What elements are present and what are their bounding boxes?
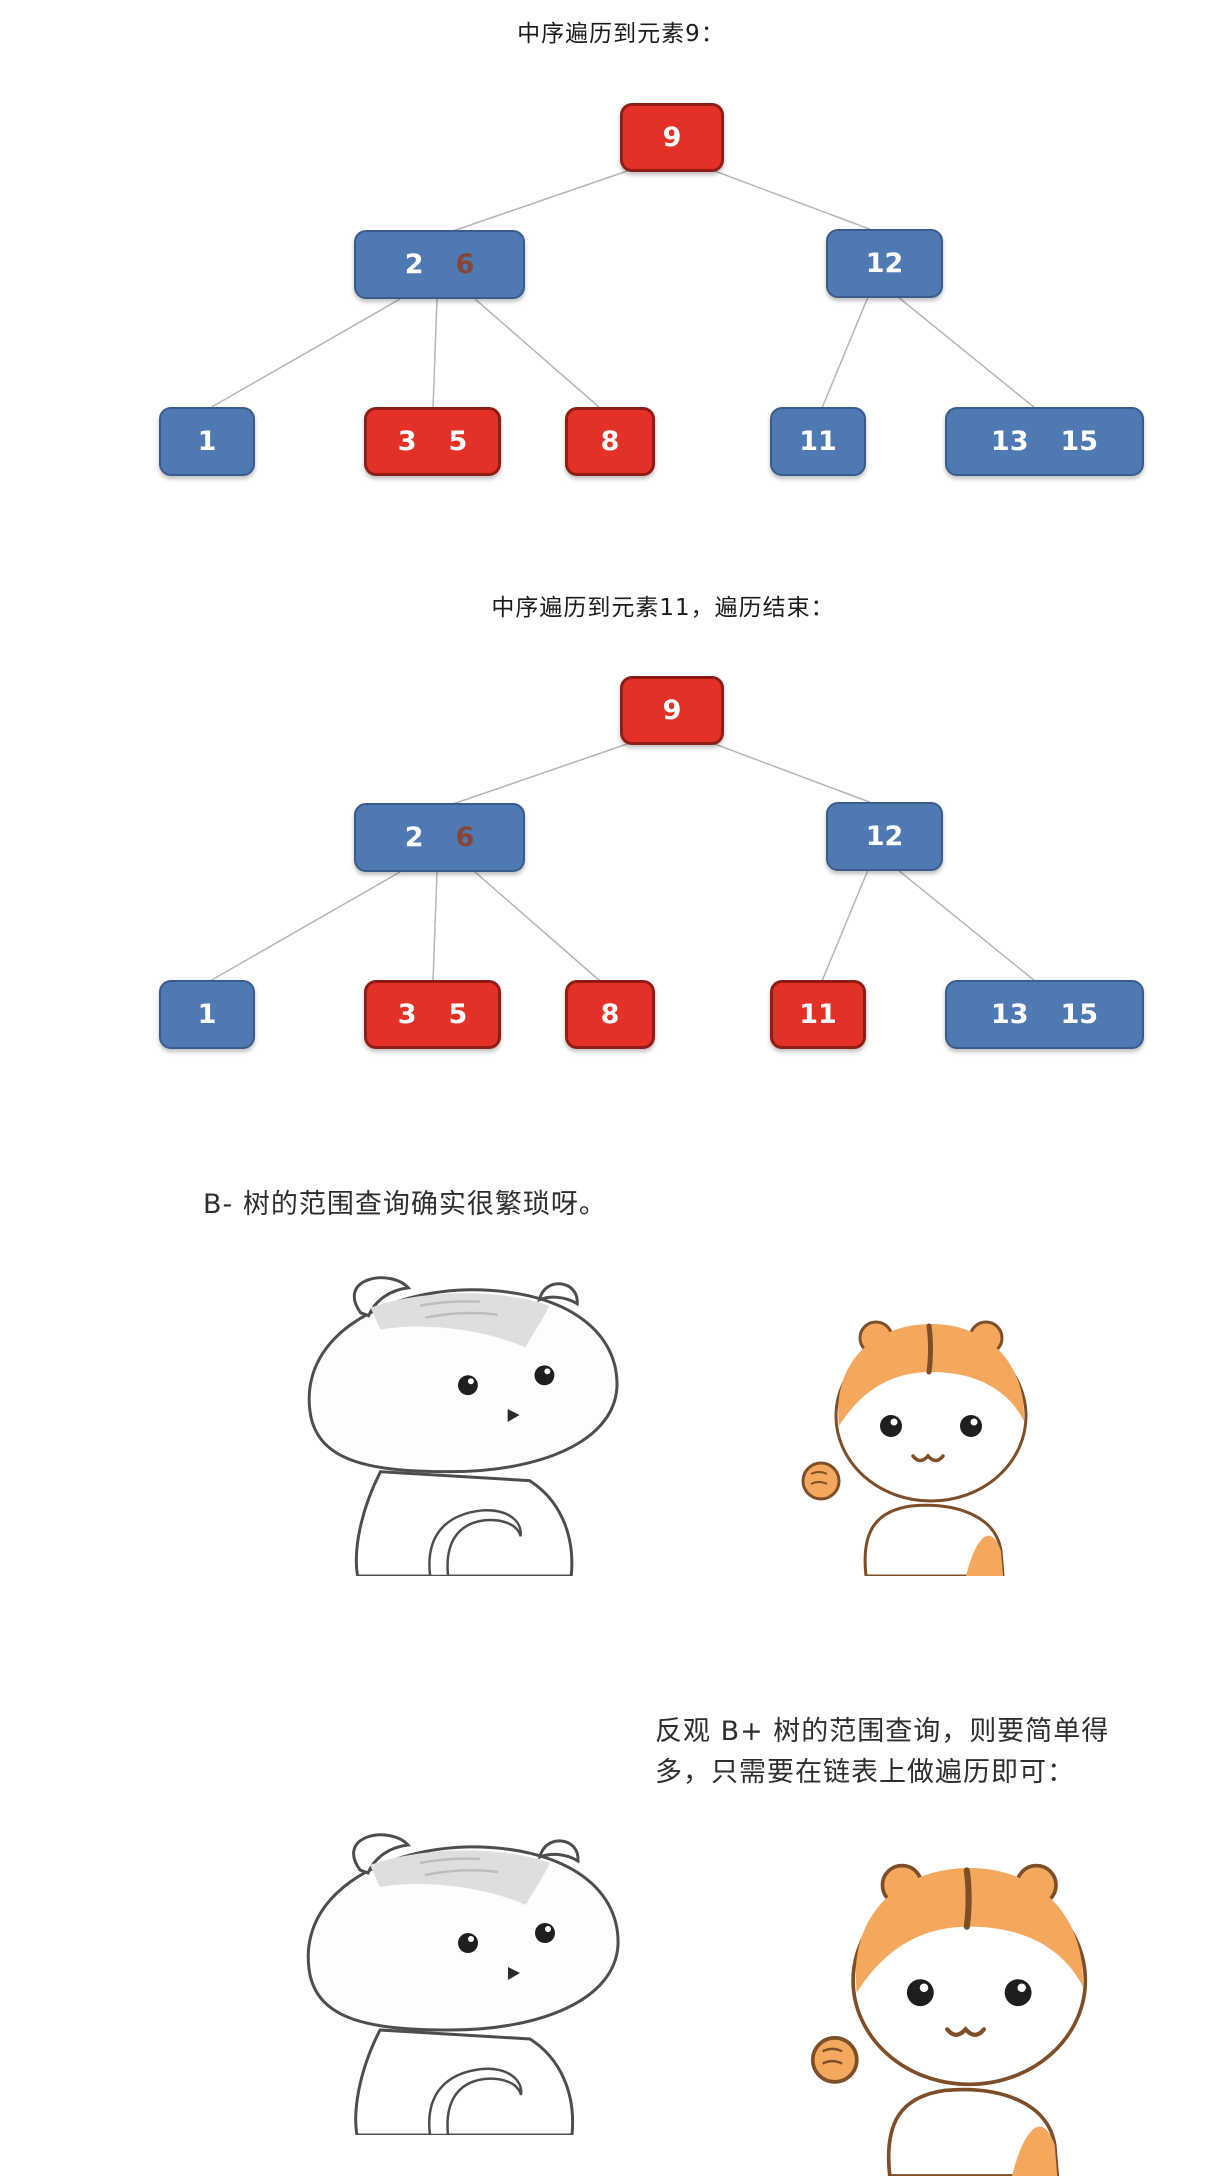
tree-node-13-15: 13 15 bbox=[945, 980, 1144, 1049]
tree-node-9: 9 bbox=[620, 103, 724, 172]
tree-edge bbox=[432, 298, 438, 409]
tree-node-11: 11 bbox=[770, 980, 866, 1049]
orange-hamster-illustration bbox=[798, 1846, 1116, 2176]
node-key: 13 bbox=[990, 426, 1029, 457]
gray-hamster-illustration bbox=[240, 1820, 670, 2140]
node-key: 5 bbox=[448, 999, 468, 1030]
node-key: 1 bbox=[197, 426, 217, 457]
node-key: 6 bbox=[455, 249, 475, 280]
node-key: 9 bbox=[662, 122, 682, 153]
tree-node-2-6: 2 6 bbox=[354, 803, 525, 872]
btree-diagram-2: 9 2 6 12 1 3 5 8 11 13 15 bbox=[0, 655, 1206, 1065]
tree-edge bbox=[821, 869, 869, 982]
tree-edge bbox=[209, 871, 401, 982]
node-key: 8 bbox=[600, 999, 620, 1030]
speech-text-line1: 反观 B+ 树的范围查询，则要简单得 bbox=[655, 1716, 1110, 1747]
node-key: 12 bbox=[865, 821, 904, 852]
node-key: 1 bbox=[197, 999, 217, 1030]
tree-edge bbox=[711, 742, 873, 804]
tree-node-8: 8 bbox=[565, 980, 655, 1049]
tree-node-9: 9 bbox=[620, 676, 724, 745]
node-key: 3 bbox=[397, 999, 417, 1030]
tree-node-1: 1 bbox=[159, 407, 255, 476]
node-key: 15 bbox=[1060, 426, 1099, 457]
tree-edge bbox=[474, 871, 601, 982]
caption-inorder-to-11-end: 中序遍历到元素11，遍历结束： bbox=[491, 595, 835, 621]
gray-hamster-illustration bbox=[240, 1268, 670, 1576]
node-key: 5 bbox=[448, 426, 468, 457]
speech-text-bplus-simple: 反观 B+ 树的范围查询，则要简单得 多，只需要在链表上做遍历即可： bbox=[655, 1712, 1109, 1793]
tree-edge bbox=[711, 169, 873, 231]
node-key: 9 bbox=[662, 695, 682, 726]
node-key: 8 bbox=[600, 426, 620, 457]
node-key: 3 bbox=[397, 426, 417, 457]
node-key: 11 bbox=[799, 426, 837, 457]
caption-inorder-to-9: 中序遍历到元素9： bbox=[517, 21, 725, 47]
node-key: 2 bbox=[404, 249, 424, 280]
tree-node-12: 12 bbox=[826, 802, 943, 871]
node-key: 6 bbox=[455, 822, 475, 853]
node-key: 2 bbox=[404, 822, 424, 853]
tree-node-2-6: 2 6 bbox=[354, 230, 525, 299]
speech-text-btree-tedious: B- 树的范围查询确实很繁琐呀。 bbox=[203, 1189, 607, 1220]
tree-edges bbox=[209, 169, 1036, 409]
tree-edge bbox=[449, 742, 631, 806]
node-key: 15 bbox=[1060, 999, 1099, 1030]
orange-hamster-illustration bbox=[790, 1306, 1052, 1576]
node-key: 11 bbox=[799, 999, 837, 1030]
tree-node-3-5: 3 5 bbox=[364, 980, 501, 1049]
tree-edge bbox=[821, 296, 869, 409]
speech-text-line2: 多，只需要在链表上做遍历即可： bbox=[655, 1756, 1075, 1788]
tree-edge bbox=[474, 298, 601, 409]
node-key: 13 bbox=[990, 999, 1029, 1030]
tree-node-3-5: 3 5 bbox=[364, 407, 501, 476]
node-key: 12 bbox=[865, 248, 904, 279]
tree-node-12: 12 bbox=[826, 229, 943, 298]
tree-edge bbox=[897, 296, 1036, 409]
tree-node-8: 8 bbox=[565, 407, 655, 476]
tree-edges bbox=[209, 742, 1036, 982]
tree-edge bbox=[449, 169, 631, 233]
tree-node-11: 11 bbox=[770, 407, 866, 476]
tree-edge bbox=[432, 871, 438, 982]
tree-edge bbox=[209, 298, 401, 409]
tree-node-13-15: 13 15 bbox=[945, 407, 1144, 476]
tree-node-1: 1 bbox=[159, 980, 255, 1049]
btree-diagram-1: 9 2 6 12 1 3 5 8 11 13 15 bbox=[0, 82, 1206, 492]
tree-edge bbox=[897, 869, 1036, 982]
